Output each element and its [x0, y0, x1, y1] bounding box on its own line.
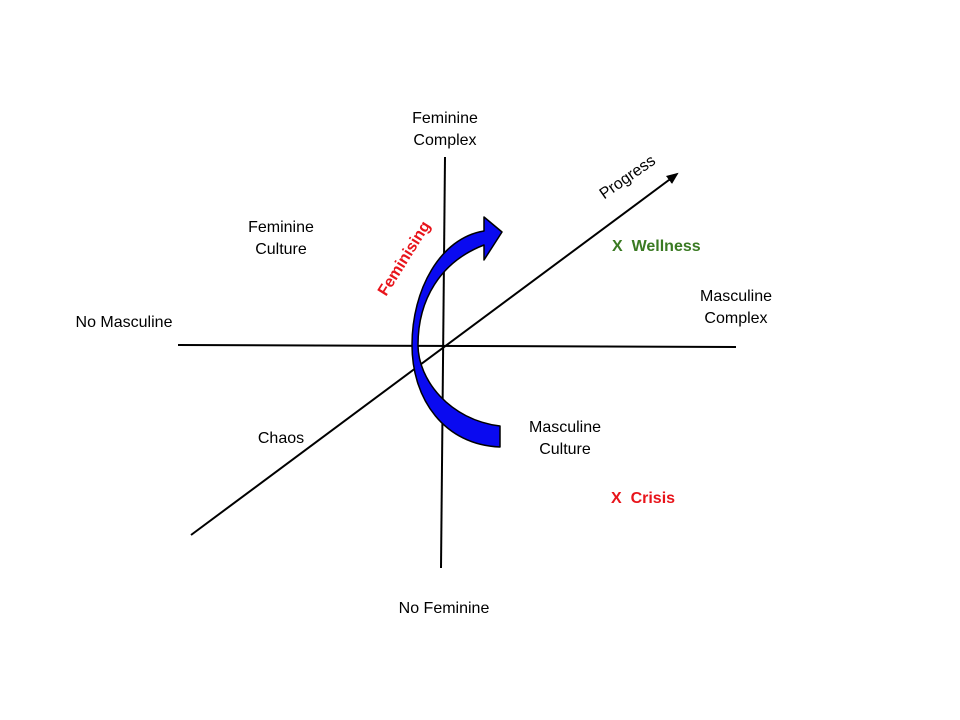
- masculine-culture-line2: Culture: [539, 441, 591, 458]
- feminine-culture-label: Feminine Culture: [231, 217, 331, 261]
- wellness-x-icon: X: [612, 238, 623, 255]
- feminine-complex-line2: Complex: [413, 132, 477, 149]
- feminine-complex-line1: Feminine: [412, 110, 478, 127]
- crisis-text: Crisis: [630, 490, 676, 507]
- wellness-marker: X Wellness: [612, 236, 701, 258]
- masculine-complex-line2: Complex: [704, 310, 768, 327]
- feminine-complex-label: Feminine Complex: [395, 108, 495, 152]
- vertical-axis: [440, 156, 446, 569]
- wellness-text: Wellness: [631, 238, 701, 255]
- progress-axis: [190, 172, 679, 536]
- crisis-marker: X Crisis: [611, 488, 675, 510]
- no-feminine-label: No Feminine: [384, 598, 504, 620]
- no-masculine-text: No Masculine: [75, 314, 173, 331]
- chaos-text: Chaos: [257, 430, 305, 447]
- masculine-culture-label: Masculine Culture: [515, 417, 615, 461]
- feminine-culture-line2: Culture: [255, 241, 307, 258]
- masculine-culture-line1: Masculine: [528, 419, 602, 436]
- chaos-label: Chaos: [248, 428, 314, 450]
- crisis-x-icon: X: [611, 490, 622, 507]
- feminising-curved-arrow: [411, 216, 503, 448]
- masculine-complex-label: Masculine Complex: [686, 286, 786, 330]
- horizontal-axis: [177, 344, 737, 348]
- no-masculine-label: No Masculine: [60, 312, 188, 334]
- masculine-complex-line1: Masculine: [699, 288, 773, 305]
- no-feminine-text: No Feminine: [398, 600, 490, 617]
- feminine-culture-line1: Feminine: [248, 219, 314, 236]
